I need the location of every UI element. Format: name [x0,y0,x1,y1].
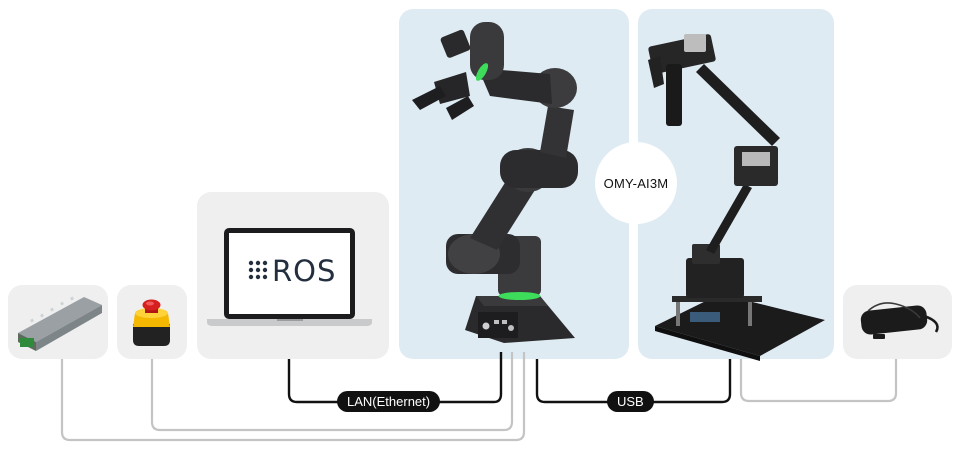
emergency-stop-button-icon [133,299,170,346]
usb-label: USB [607,391,654,412]
gray-cables [60,352,898,442]
power-adapter-icon [860,302,939,339]
power-supply-icon [18,296,102,351]
robot-model-label: OMY-AI3M [595,142,677,224]
ros-logo-text: ROS [272,254,336,288]
power-adapter-cable [739,359,898,403]
robot-model-text: OMY-AI3M [603,175,669,191]
emergency-stop-cable [150,352,514,432]
power-supply-cable [60,352,526,442]
lan-ethernet-label: LAN(Ethernet) [337,391,441,412]
ros-dots-icon [248,260,268,280]
laptop-icon: ROS [207,228,372,326]
leader-arm-icon [648,34,825,361]
robot-arm-icon [412,22,578,343]
